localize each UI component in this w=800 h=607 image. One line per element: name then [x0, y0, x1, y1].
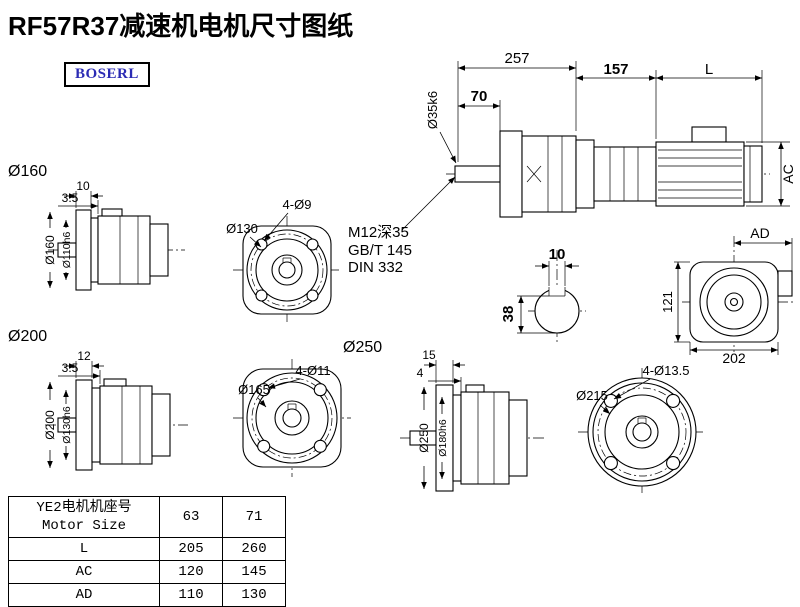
dim-step: 3.5 [62, 361, 79, 375]
dia-spigot-label: Ø110h6 [61, 232, 73, 269]
dim-step: 4 [417, 366, 424, 380]
bolt-circle-label: Ø215 [576, 388, 608, 403]
row-value: 120 [159, 560, 223, 584]
dim-70: 70 [471, 88, 488, 105]
bolt-hole [313, 383, 327, 397]
shaft-circle [534, 288, 580, 334]
spec-row-AD: AD 110 130 [8, 583, 286, 607]
dia-spigot-label: Ø130h6 [61, 406, 73, 444]
group-label-160: Ø160 [8, 163, 47, 180]
bolt-hole [306, 289, 319, 302]
row-value: 130 [222, 583, 286, 607]
group-label-250: Ø250 [343, 339, 382, 356]
row-label: AC [8, 560, 160, 584]
flange250-side-view: 15 4 Ø250 Ø180h6 [400, 348, 545, 492]
row-value: 260 [222, 537, 286, 561]
standard-note-1: GB/T 145 [348, 242, 412, 259]
holes-label: 4-Ø11 [295, 363, 330, 378]
bolt-hole [306, 238, 319, 251]
bolt-hole [257, 383, 271, 397]
spec-table-header-row: YE2电机机座号 Motor Size 63 71 [8, 496, 286, 538]
bolt-circle [251, 377, 333, 459]
motor-body [655, 141, 745, 207]
row-value: 145 [222, 560, 286, 584]
dim-L: L [705, 61, 713, 78]
dia-outer-label: Ø160 [43, 235, 57, 265]
notes-block: M12深35 GB/T 145 DIN 332 [348, 176, 456, 276]
flange-plate [75, 209, 92, 291]
motor-adapter [593, 146, 657, 202]
output-shaft [454, 165, 506, 183]
dim-257: 257 [504, 50, 529, 67]
main-assembly-view: 257 157 L 70 Ø35k6 AC [425, 50, 796, 218]
spec-table: YE2电机机座号 Motor Size 63 71 L 205 260 AC 1… [8, 496, 286, 607]
holes-label: 4-Ø9 [283, 197, 312, 212]
row-label: L [8, 537, 160, 561]
face215-view: 4-Ø13.5 Ø215 [576, 363, 706, 496]
shaft-height-dim: 38 [500, 306, 517, 323]
bolt-hole [255, 289, 268, 302]
dim-157: 157 [603, 61, 628, 78]
holes-label: 4-Ø13.5 [643, 363, 690, 378]
bolt-hole [255, 238, 268, 251]
flange-plate [75, 379, 93, 471]
terminal-box-side [777, 270, 793, 297]
face130-view: 4-Ø9 Ø130 [226, 197, 341, 324]
bolt-hole [666, 456, 681, 471]
dim-121: 121 [660, 291, 675, 313]
motor-rear-view: AD 121 202 [660, 225, 796, 366]
page-title: RF57R37减速机电机尺寸图纸 [8, 11, 354, 41]
bolt-circle [597, 387, 687, 477]
dia-spigot-label: Ø180h6 [437, 419, 449, 457]
bolt-hole [257, 439, 271, 453]
dim-AC: AC [780, 164, 796, 183]
dim-202: 202 [722, 350, 746, 366]
row-value: 205 [159, 537, 223, 561]
row-value: 110 [159, 583, 223, 607]
frame-size-71: 71 [222, 496, 286, 538]
spec-row-AC: AC 120 145 [8, 560, 286, 584]
face165-view: 4-Ø11 Ø165 [233, 359, 351, 477]
dim-flange-width: 10 [76, 179, 90, 193]
motor-size-header-cell: YE2电机机座号 Motor Size [8, 496, 160, 538]
tapped-hole-note: M12深35 [348, 224, 409, 241]
frame-size-63: 63 [159, 496, 223, 538]
row-label: AD [8, 583, 160, 607]
bolt-hole [666, 393, 681, 408]
dia-outer-label: Ø250 [417, 423, 431, 453]
bolt-circle-label: Ø130 [226, 221, 258, 236]
shaft-diameter-label: Ø35k6 [425, 91, 440, 129]
group-label-200: Ø200 [8, 328, 47, 345]
brand-logo: BOSERL [64, 62, 150, 87]
standard-note-2: DIN 332 [348, 259, 403, 276]
gearbox-housing [521, 135, 577, 213]
dim-flange-width: 15 [422, 348, 436, 362]
gear-housing [99, 385, 153, 465]
gear-housing [460, 391, 510, 485]
bolt-circle-label: Ø165 [238, 382, 270, 397]
gear-housing [97, 215, 151, 285]
dia-outer-label: Ø200 [43, 410, 57, 440]
dim-AD: AD [750, 225, 769, 241]
flange160-side-view: 10 3.5 Ø160 Ø110h6 [43, 179, 185, 291]
bolt-hole [603, 456, 618, 471]
key-width-dim: 10 [549, 246, 566, 263]
header-label-cn: YE2电机机座号 [36, 499, 132, 516]
spec-row-L: L 205 260 [8, 537, 286, 561]
output-flange [499, 130, 523, 218]
dim-flange-width: 12 [77, 349, 91, 363]
brand-logo-text: BOSERL [75, 66, 139, 82]
dim-step: 3.5 [62, 191, 79, 205]
bolt-circle [250, 233, 324, 307]
header-label-en: Motor Size [41, 518, 126, 534]
shaft-section-view: 10 38 [500, 246, 586, 342]
fan-cover [743, 145, 763, 203]
bolt-hole [313, 439, 327, 453]
terminal-box [691, 126, 727, 143]
adapter-flange [575, 139, 595, 209]
flange200-side-view: 12 3.5 Ø200 Ø130h6 [43, 349, 188, 471]
